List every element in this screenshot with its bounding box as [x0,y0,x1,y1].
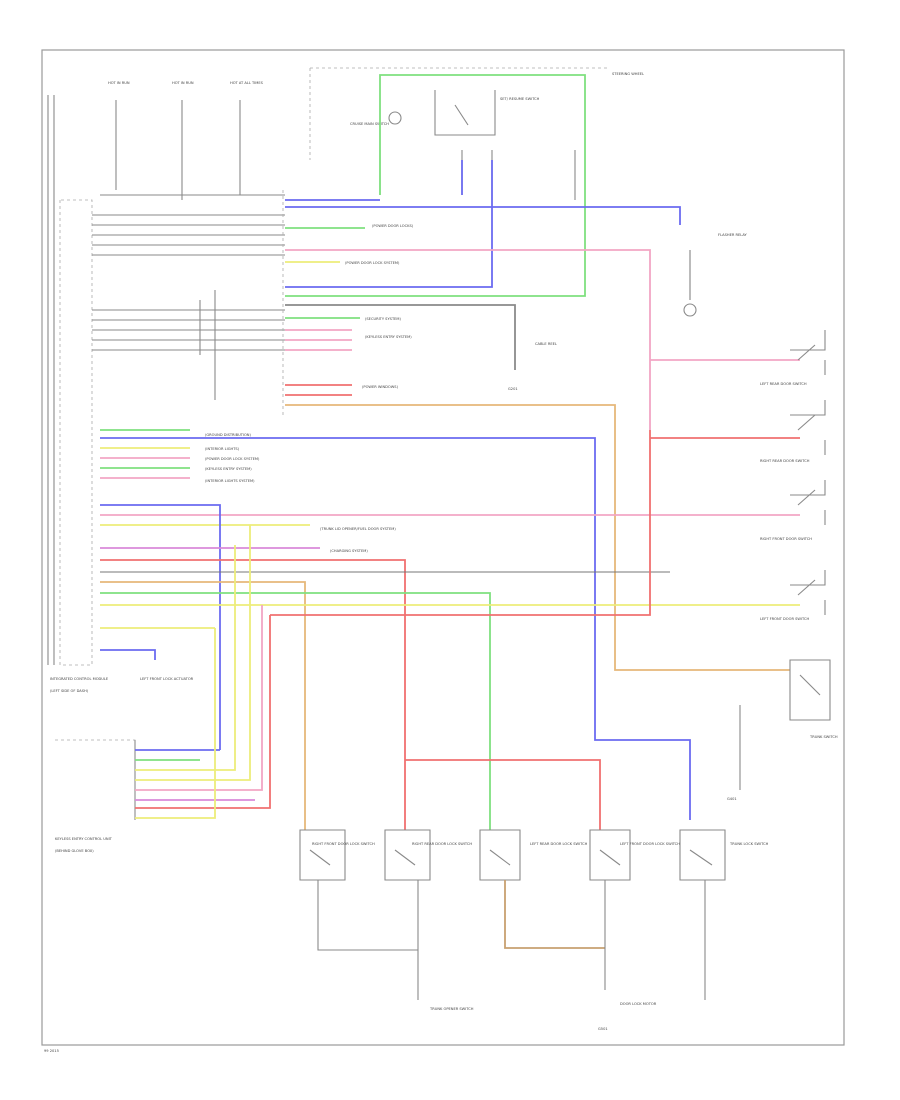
fuel-door-label: TRUNK OPENER SWITCH [429,1007,474,1011]
svg-text:LEFT FRONT DOOR LOCK SWITCH: LEFT FRONT DOOR LOCK SWITCH [620,842,680,846]
wire-k4 [135,525,251,781]
door-switch-lf: LEFT FRONT DOOR SWITCH [760,570,826,621]
set-resume-switch [434,90,496,136]
svg-text:LEFT REAR DOOR LOCK SWITCH: LEFT REAR DOOR LOCK SWITCH [530,842,588,846]
wire-blue-upper [285,199,681,225]
lock-switch-trunk: TRUNK LOCK SWITCH [679,829,769,881]
lock-switch-rf: RIGHT FRONT DOOR LOCK SWITCH [299,829,375,881]
control-module-edge [47,95,55,665]
keyless-ground-label: LEFT FRONT LOCK ACTUATOR [140,677,194,681]
set-resume-label: SET/ RESUME SWITCH [500,97,540,101]
wire-k8 [135,628,216,819]
keyless-location: (BEHIND GLOVE BOX) [55,849,94,853]
door-switch-lr: LEFT REAR DOOR SWITCH [760,330,826,386]
steering-box [309,67,610,160]
hazard-relay-label: FLASHER RELAY [718,233,748,237]
keyless-label: KEYLESS ENTRY CONTROL UNIT [55,837,113,841]
note-trunk-opener: (TRUNK LID OPENER/FUEL DOOR SYSTEM) [320,527,396,531]
footer-code: 99 2015 [44,1049,59,1053]
fuse-labels: HOT IN RUN HOT IN RUN HOT AT ALL TIMES [108,81,264,85]
note-keyless2: (KEYLESS ENTRY SYSTEM) [205,467,252,471]
note-interior2: (INTERIOR LIGHTS SYSTEM) [205,479,255,483]
wire-green-lr [100,592,491,830]
module-connector-mid [92,309,285,351]
svg-text:RIGHT FRONT DOOR LOCK SWITCH: RIGHT FRONT DOOR LOCK SWITCH [312,842,375,846]
cruise-indicator-icon [388,111,402,125]
wire-green-loop [285,74,586,297]
wire-red-615 [270,430,651,616]
module-verticals [199,290,216,400]
wire-tan-lr [504,880,605,949]
wire-orange-rf [100,581,306,830]
wire-blue-setres [285,160,493,288]
ground-label-bottom: G501 [598,1027,608,1031]
control-module-label: INTEGRATED CONTROL MODULE [50,677,109,681]
wire-blue-keyless [100,504,221,750]
control-module-box [59,199,93,666]
wire-k3 [135,545,236,771]
cruise-main-switch-label: CRUISE MAIN SWITCH [350,122,389,126]
steering-drops [379,150,576,200]
svg-text:RIGHT FRONT DOOR SWITCH: RIGHT FRONT DOOR SWITCH [760,537,812,541]
keyless-box [55,739,136,818]
svg-text:TRUNK SWITCH: TRUNK SWITCH [809,735,838,739]
note-cruise: (POWER DOOR LOCK SYSTEM) [345,261,400,265]
fuse-label-2: HOT IN RUN [172,81,194,85]
lock-switch-lf: LEFT FRONT DOOR LOCK SWITCH [589,829,680,881]
note-keyless: (KEYLESS ENTRY SYSTEM) [365,335,412,339]
note-security: (SECURITY SYSTEM) [365,317,402,321]
relay-icon [683,303,697,317]
drop-rf-rr [317,880,419,1000]
wire-red-lf-lock [405,759,601,830]
note-windows: (POWER WINDOWS) [362,385,399,389]
drop-lf-trunk [604,880,706,1000]
diagram-frame [41,49,845,1046]
note-interior: (INTERIOR LIGHTS) [205,447,240,451]
wire-mid-pink [285,329,352,351]
door-switch-rr: RIGHT REAR DOOR SWITCH [760,400,826,463]
note-ground-dist: (GROUND DISTRIBUTION) [205,433,251,437]
lock-switch-lr: LEFT REAR DOOR LOCK SWITCH [479,829,588,881]
ground-label-right: G401 [727,797,737,801]
wire-blue-long [100,437,691,820]
fuse-label-1: HOT IN RUN [108,81,130,85]
note-lock2: (POWER DOOR LOCK SYSTEM) [205,457,260,461]
wire-red-rr-lock [100,559,406,830]
svg-text:RIGHT REAR DOOR LOCK SWITCH: RIGHT REAR DOOR LOCK SWITCH [412,842,472,846]
wire-blue-ground [100,649,156,660]
wire-pink-long [285,249,651,430]
wire-red-pair [285,384,352,396]
module-connector-upper [92,214,285,256]
control-module-location: (LEFT SIDE OF DASH) [50,689,89,693]
wire-gray-ground [285,304,516,370]
fuse-label-3: HOT AT ALL TIMES [230,81,264,85]
note-power-locks: (POWER DOOR LOCKS) [372,224,414,228]
fuse-feeds [115,100,241,200]
svg-text:TRUNK LOCK SWITCH: TRUNK LOCK SWITCH [729,842,769,846]
svg-text:RIGHT REAR DOOR SWITCH: RIGHT REAR DOOR SWITCH [760,459,810,463]
lock-switch-rr: RIGHT REAR DOOR LOCK SWITCH [384,829,472,881]
wire-k7 [135,615,271,809]
svg-text:LEFT REAR DOOR SWITCH: LEFT REAR DOOR SWITCH [760,382,807,386]
wire-orange-trunk [285,404,790,671]
svg-text:LEFT FRONT DOOR SWITCH: LEFT FRONT DOOR SWITCH [760,617,809,621]
steering-label: STEERING WHEEL [612,72,644,76]
note-charging: (CHARGING SYSTEM) [330,549,368,553]
cable-reel-label: CABLE REEL [535,342,557,346]
trunk-switch: TRUNK SWITCH [789,659,838,739]
door-switch-rf: RIGHT FRONT DOOR SWITCH [760,480,826,541]
wire-k5 [135,605,263,791]
ground-label-top: G201 [508,387,518,391]
door-lock-motor-label: DOOR LOCK MOTOR [620,1002,657,1006]
